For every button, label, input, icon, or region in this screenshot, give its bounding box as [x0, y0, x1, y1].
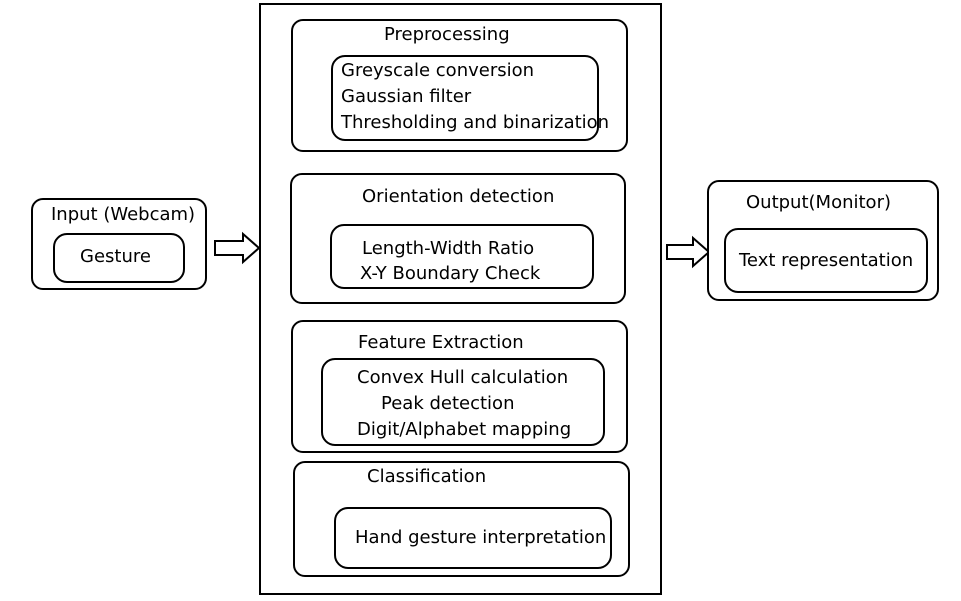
feature-extraction-title: Feature Extraction — [358, 332, 524, 353]
arrow-right-icon — [666, 235, 711, 269]
feature-extraction-item: Digit/Alphabet mapping — [357, 419, 572, 440]
orientation-inner-box — [330, 224, 594, 289]
feature-extraction-item: Convex Hull calculation — [357, 367, 569, 388]
classification-inner-box — [334, 507, 612, 569]
orientation-item: X-Y Boundary Check — [360, 263, 541, 284]
preprocessing-item: Gaussian filter — [341, 86, 472, 107]
classification-title: Classification — [367, 466, 487, 487]
input-inner-label: Gesture — [80, 246, 151, 267]
classification-item: Hand gesture interpretation — [355, 527, 607, 548]
orientation-title: Orientation detection — [362, 186, 555, 207]
input-inner-box — [53, 233, 185, 283]
preprocessing-title: Preprocessing — [384, 24, 510, 45]
arrow-right-icon — [214, 231, 261, 265]
output-inner-label: Text representation — [739, 250, 914, 271]
orientation-item: Length-Width Ratio — [362, 238, 535, 259]
output-inner-box — [724, 228, 928, 293]
preprocessing-item: Greyscale conversion — [341, 60, 535, 81]
preprocessing-inner-box — [331, 55, 599, 141]
feature-extraction-item: Peak detection — [381, 393, 515, 414]
feature-extraction-inner-box — [321, 358, 605, 446]
output-title: Output(Monitor) — [746, 192, 891, 213]
preprocessing-item: Thresholding and binarization — [341, 112, 610, 133]
input-title: Input (Webcam) — [51, 204, 196, 225]
